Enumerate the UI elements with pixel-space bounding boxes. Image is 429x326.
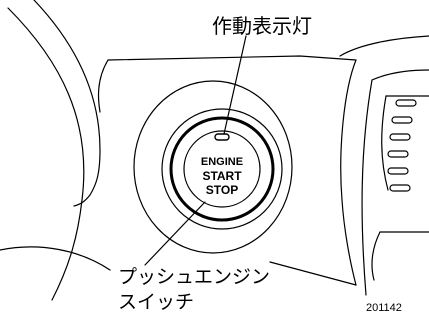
vent-louver [389, 184, 411, 192]
console-lower-panel-side [371, 231, 381, 281]
vent-frame-left [381, 95, 389, 191]
vent-louver [391, 116, 413, 124]
switch-label-line2: スイッチ [118, 291, 195, 313]
console-frame-left [361, 79, 373, 296]
vent-louver [395, 99, 417, 107]
vent-louvers [387, 99, 417, 192]
switch-leader-line [144, 201, 206, 266]
lower-trim-curve [0, 246, 111, 271]
dashboard-panel-left [97, 59, 109, 113]
dashboard-panel-top [107, 55, 357, 61]
indicator-lamp [214, 133, 230, 141]
dashboard-panel-bottom [269, 261, 357, 286]
steering-column-outline [7, 7, 85, 301]
console-frame-inner [371, 69, 429, 81]
button-bezel-ring [161, 108, 283, 230]
vent-louver [387, 167, 409, 175]
button-face [183, 130, 261, 208]
button-text-start: START [202, 169, 242, 183]
console-frame-outer [339, 35, 429, 57]
indicator-leader-line [223, 35, 247, 135]
switch-label-line1: プッシュエンジン [118, 266, 271, 288]
button-text-stop: STOP [206, 183, 238, 197]
button-bezel-outer [133, 80, 293, 254]
button-text-engine: ENGINE [201, 156, 243, 168]
button-outer-ring [169, 116, 275, 222]
steering-shroud-edge [73, 149, 101, 207]
dashboard-panel-right [340, 59, 357, 286]
vent-louver [387, 150, 409, 158]
steering-column-inner [33, 0, 101, 151]
vent-louver [389, 133, 411, 141]
figure-code: 201142 [366, 302, 402, 314]
indicator-label: 作動表示灯 [212, 14, 312, 38]
